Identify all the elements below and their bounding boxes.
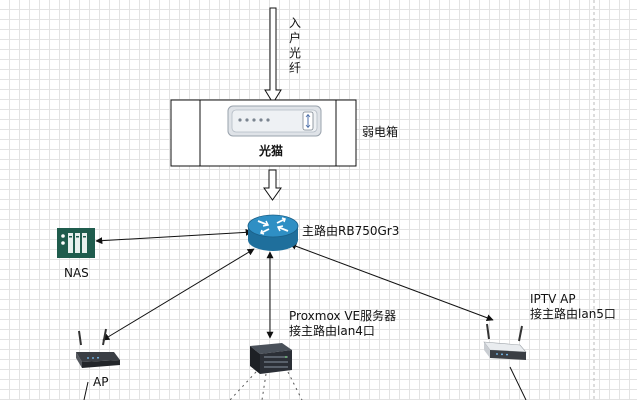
fiber-label-char: 纤: [288, 61, 301, 75]
link-router-nas: [95, 228, 253, 245]
link-iptv-down: [509, 366, 527, 400]
ap-left-label: AP: [93, 375, 109, 389]
modem-to-router-arrow: [263, 169, 282, 201]
server-label-line2: 接主路由lan4口: [289, 324, 375, 338]
nas-label: NAS: [64, 266, 89, 280]
fiber-label-char: 光: [288, 46, 301, 60]
link-ap-left-down: [83, 381, 89, 400]
server-dotted-2: [261, 373, 267, 400]
server-dotted-1: [229, 371, 257, 400]
modem-label: 光猫: [259, 144, 284, 158]
link-router-ap-left: [102, 248, 255, 341]
iptv-ap-icon: [483, 323, 527, 360]
fiber-input-arrow: [264, 7, 282, 104]
server-label-line1: Proxmox VE服务器: [289, 309, 397, 323]
router-label: 主路由RB750Gr3: [302, 224, 400, 238]
optical-modem-icon: [227, 105, 322, 137]
link-router-iptv-ap: [289, 242, 494, 322]
server-icon: [250, 343, 292, 374]
server-dotted-3: [287, 371, 303, 400]
fiber-label-char: 入: [288, 16, 301, 30]
cabinet-label: 弱电箱: [362, 125, 399, 139]
fiber-label-char: 户: [288, 31, 301, 45]
nas-icon: [57, 228, 95, 258]
iptv-ap-label-line1: IPTV AP: [530, 292, 576, 306]
fiber-input-label: 入 户 光 纤: [288, 16, 302, 76]
ap-left-icon: [76, 328, 120, 368]
iptv-ap-label-line2: 接主路由lan5口: [530, 307, 616, 321]
router-icon: [247, 214, 299, 251]
